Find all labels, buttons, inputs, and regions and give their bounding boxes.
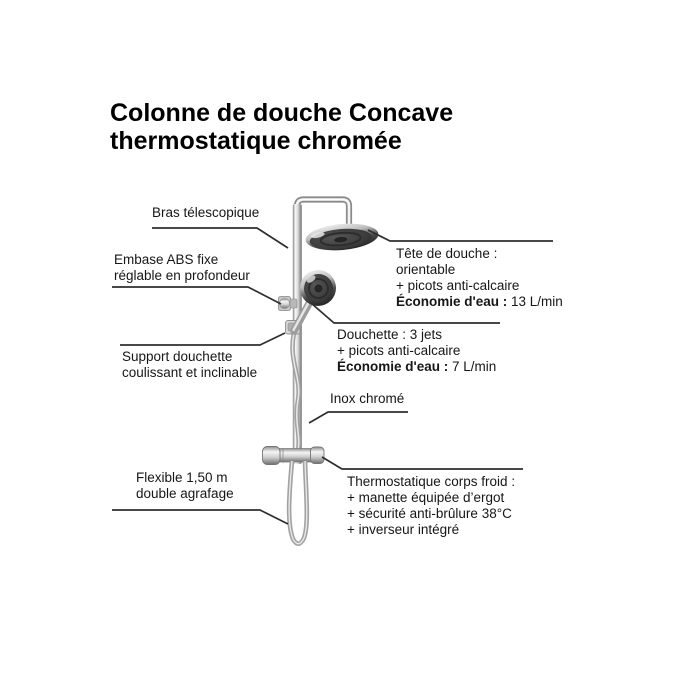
callout-text: Thermostatique corps froid : [347, 474, 516, 489]
callout-text: + picots anti-calcaire [337, 343, 461, 358]
callout-douchette: Douchette : 3 jets + picots anti-calcair… [337, 327, 496, 375]
temperature-handle-icon [262, 446, 281, 465]
callout-text: double agrafage [136, 486, 234, 501]
callout-tete-de-douche: Tête de douche : orientable + picots ant… [396, 246, 563, 310]
callout-text: réglable en profondeur [114, 268, 250, 283]
wall-bracket-icon [278, 296, 298, 311]
leader-support-douchette [120, 332, 286, 346]
telescopic-arm-icon [293, 196, 353, 226]
callout-inox-chrome: Inox chromé [330, 391, 404, 407]
eco-value: 13 L/min [507, 294, 563, 309]
leader-flexible [112, 509, 289, 525]
leader-embase [112, 286, 282, 305]
callout-support-douchette: Support douchette coulissant et inclinab… [122, 349, 257, 381]
leader-douchette [310, 302, 500, 324]
callout-text: orientable [396, 262, 456, 277]
callout-text-eco: Économie d'eau : 7 L/min [337, 359, 496, 375]
callout-thermostatique: Thermostatique corps froid : + manette é… [347, 474, 515, 538]
leader-tete-de-douche [367, 229, 553, 242]
callout-text: Support douchette [122, 349, 233, 364]
eco-label: Économie d'eau : [337, 359, 449, 374]
callout-text: coulissant et inclinable [122, 365, 258, 380]
callout-text: Embase ABS fixe [114, 252, 219, 267]
callout-text: Tête de douche : [396, 246, 498, 261]
flow-handle-icon [310, 446, 325, 464]
callout-flexible: Flexible 1,50 m double agrafage [136, 470, 234, 502]
callout-text: Inox chromé [330, 391, 405, 406]
eco-label: Économie d'eau : [396, 294, 508, 309]
callout-text: Douchette : 3 jets [337, 327, 443, 342]
callout-text-eco: Économie d'eau : 13 L/min [396, 294, 563, 310]
hose-loop [286, 460, 310, 547]
callout-embase: Embase ABS fixe réglable en profondeur [114, 252, 250, 284]
shower-hose [290, 332, 302, 451]
callout-text: Bras télescopique [152, 205, 260, 220]
eco-value: 7 L/min [448, 359, 497, 374]
page-title-line1: Colonne de douche Concave [110, 99, 454, 127]
callout-bras-telescopique: Bras télescopique [152, 205, 259, 221]
page-title: Colonne de douche Concave thermostatique… [110, 99, 453, 155]
thermostatic-valve-icon [262, 446, 325, 465]
leader-inox-chrome [308, 411, 408, 424]
callout-text: + manette équipée d’ergot [347, 490, 505, 505]
callout-text: + picots anti-calcaire [396, 278, 520, 293]
leader-bras-telescopique [152, 227, 289, 249]
callout-text: + inverseur intégré [347, 522, 460, 537]
leader-thermostatique [321, 456, 523, 470]
callout-text: + sécurité anti-brûlure 38°C [347, 506, 512, 521]
page-title-line2: thermostatique chromée [110, 127, 402, 155]
callout-text: Flexible 1,50 m [136, 470, 228, 485]
handheld-shower-icon [290, 270, 336, 335]
shower-head-icon [305, 223, 379, 251]
